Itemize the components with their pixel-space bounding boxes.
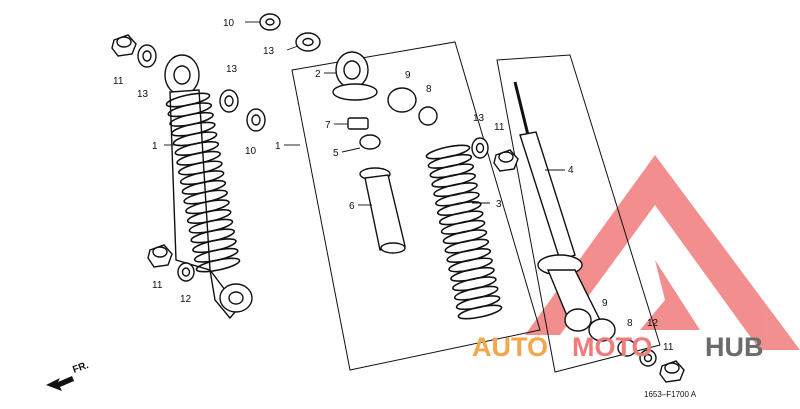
callout-12-bottom: 12 xyxy=(647,318,659,329)
watermark-triangle-accent xyxy=(640,260,700,330)
callout-13-left: 13 xyxy=(137,89,149,100)
assembly-outline xyxy=(291,41,541,371)
callout-9-top: 9 xyxy=(405,70,411,81)
watermark-logo xyxy=(525,155,800,350)
callout-7: 7 xyxy=(325,120,331,131)
watermark-text: AUTO MOTO HUB xyxy=(472,332,764,362)
bushing-8-bottom xyxy=(617,339,637,357)
callout-labels: 1 1 2 3 4 5 6 7 8 8 9 9 10 10 11 11 11 1… xyxy=(113,18,674,353)
watermark-word-auto: AUTO xyxy=(472,332,548,362)
nut-11-left-bottom xyxy=(147,244,173,268)
callout-11-bottom: 11 xyxy=(663,342,674,353)
tube-bushing xyxy=(359,167,406,254)
callout-5: 5 xyxy=(333,148,339,159)
collar-9-top xyxy=(387,87,417,113)
callout-8-top: 8 xyxy=(426,84,432,95)
watermark-triangle-inner xyxy=(585,210,740,330)
callout-9-bottom: 9 xyxy=(602,298,608,309)
nut-11-bottom xyxy=(659,360,685,383)
front-label: FR. xyxy=(71,360,90,376)
figure-reference-code: 1653–F1700 A xyxy=(644,390,697,399)
callout-11-left-bottom: 11 xyxy=(152,280,163,291)
nut-11-right xyxy=(493,149,519,172)
nut-11-left-top xyxy=(111,34,137,57)
callout-3: 3 xyxy=(496,199,502,210)
callout-6: 6 xyxy=(349,201,355,212)
callout-11-left-top: 11 xyxy=(113,76,124,87)
callout-4: 4 xyxy=(568,165,574,176)
watermark-word-moto: MOTO xyxy=(572,332,653,362)
damper-unit xyxy=(513,81,602,332)
callout-11-right: 11 xyxy=(494,122,505,133)
callout-10-mid: 10 xyxy=(245,146,257,157)
callout-1-right: 1 xyxy=(275,141,281,152)
leader-lines xyxy=(164,21,565,206)
front-direction-marker: FR. xyxy=(46,360,90,391)
callout-10-top: 10 xyxy=(223,18,235,29)
callout-2: 2 xyxy=(315,69,321,80)
watermark-triangle-outer xyxy=(525,155,800,350)
spring-seat-7 xyxy=(347,117,369,130)
coil-spring xyxy=(425,144,503,320)
bushing-8-top xyxy=(418,106,438,126)
cup-5 xyxy=(359,134,381,150)
upper-mount xyxy=(332,51,378,101)
watermark-word-hub: HUB xyxy=(705,332,764,362)
callout-13-right: 13 xyxy=(473,113,485,124)
callout-8-bottom: 8 xyxy=(627,318,633,329)
callout-1-left: 1 xyxy=(152,141,158,152)
callout-12-left: 12 xyxy=(180,294,192,305)
collar-9-bottom xyxy=(588,318,616,342)
front-arrow-icon xyxy=(46,376,74,391)
callout-13-mid: 13 xyxy=(226,64,238,75)
callout-13-top: 13 xyxy=(263,46,275,57)
sub-assembly-outline xyxy=(496,54,661,373)
shock-absorber-left xyxy=(164,54,253,320)
